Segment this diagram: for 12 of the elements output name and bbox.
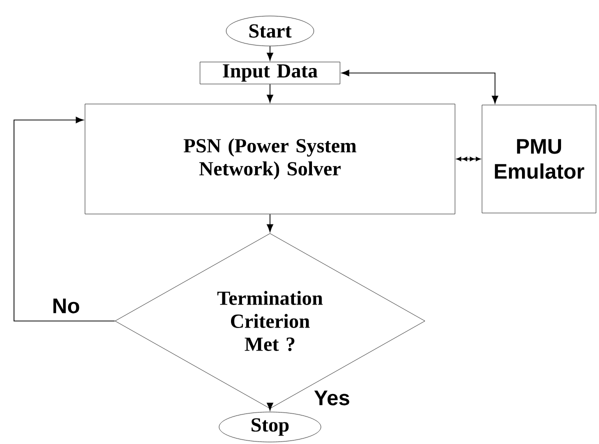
arrow xyxy=(266,84,274,103)
arrow xyxy=(266,402,274,411)
arrow xyxy=(341,70,498,104)
process-box: Input Data xyxy=(200,62,340,84)
edge-label: Yes xyxy=(314,390,350,406)
edge-label: No xyxy=(53,298,80,314)
arrow xyxy=(14,116,116,322)
process-box: PSN (Power System Network) Solver xyxy=(84,104,456,214)
arrow xyxy=(266,214,274,232)
process-box: PMU Emulator xyxy=(482,104,596,214)
arrow xyxy=(266,46,274,61)
arrow xyxy=(456,156,481,162)
